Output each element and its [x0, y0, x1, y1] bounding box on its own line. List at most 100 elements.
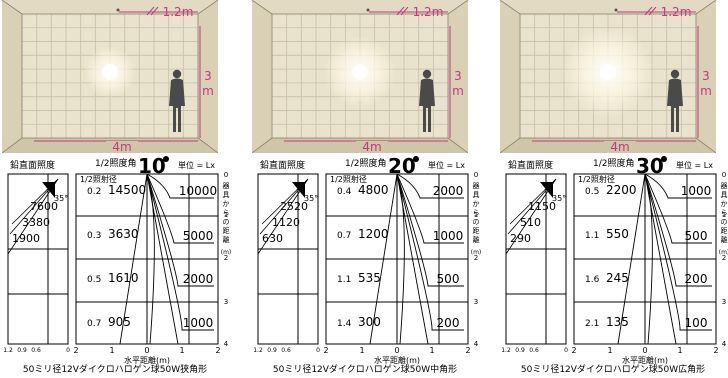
- left-axis-tick: 0.9: [17, 347, 27, 354]
- dimension-label-bg: [604, 141, 636, 153]
- beam-diameter: 1.6: [585, 275, 600, 285]
- right-axis-tick: 2: [722, 254, 726, 262]
- right-axis-char: 器: [473, 182, 480, 190]
- lux-contour: [146, 173, 214, 199]
- contour-lux: 1000: [183, 316, 214, 330]
- left-axis-tick: 0.9: [515, 347, 525, 354]
- perspective-edge: [252, 137, 273, 153]
- lux-contour: [396, 173, 464, 331]
- fixture-icon: [366, 8, 370, 12]
- dimension-tick: [644, 6, 653, 16]
- right-axis-unit: (m): [471, 249, 482, 256]
- bottom-axis-tick: 0: [642, 346, 647, 355]
- right-axis-char: ら: [473, 209, 480, 217]
- person-body: [169, 78, 185, 132]
- beam-diameter-label: 1/2照射径: [330, 174, 367, 184]
- dimension-tick: [400, 6, 409, 16]
- contour-lux: 2000: [433, 184, 464, 198]
- beam-diameter: 0.5: [585, 187, 599, 197]
- vertical-lux-ray: [257, 178, 309, 255]
- center-lux: 3630: [108, 227, 139, 241]
- person-head: [422, 69, 432, 79]
- right-axis-char: か: [223, 200, 230, 208]
- center-lux: 1200: [358, 227, 389, 241]
- bottom-axis-tick: 2: [73, 346, 78, 355]
- right-axis-char: か: [473, 200, 480, 208]
- vertical-lux-ray: [505, 178, 557, 255]
- lux-contour: [396, 173, 464, 287]
- bottom-axis-tick: 2: [465, 346, 470, 355]
- perspective-edge: [197, 0, 218, 15]
- left-axis-tick: 0.6: [281, 347, 291, 354]
- ceiling: [500, 0, 716, 14]
- left-axis-tick: 0.6: [31, 347, 41, 354]
- half-angle-label: 1/2照度角: [95, 157, 137, 169]
- ceiling: [2, 0, 218, 14]
- right-axis-tick: 0: [722, 171, 726, 179]
- lux-contour: [146, 173, 214, 287]
- lux-contour: [644, 173, 712, 287]
- left-axis-tick: 0.6: [529, 347, 539, 354]
- half-angle-label: 1/2照度角: [593, 157, 635, 169]
- back-wall-outline: [271, 13, 449, 139]
- angle-35-label: 35°: [304, 194, 318, 203]
- beam-diameter: 1.1: [585, 231, 599, 241]
- perspective-edge: [695, 137, 716, 153]
- back-wall-outline: [519, 13, 697, 139]
- perspective-edge: [197, 137, 218, 153]
- light-spot: [352, 64, 368, 80]
- dimension-tick: [150, 6, 159, 16]
- bottom-axis-tick: 2: [571, 346, 576, 355]
- beam-diameter: 0.4: [337, 187, 352, 197]
- right-axis-tick: 2: [224, 254, 228, 262]
- bottom-axis-tick: 1: [429, 346, 434, 355]
- right-axis-tick: 3: [474, 298, 478, 306]
- center-lux: 550: [606, 227, 629, 241]
- unit-label: 単位 = Lx: [428, 160, 465, 170]
- lux-contour: [644, 173, 712, 244]
- right-axis-char: 離: [223, 235, 230, 244]
- beam-ray: [369, 173, 398, 345]
- panel-caption: 50ミリ径12Vダイクロハロゲン球50W中角形: [272, 365, 458, 375]
- back-wall-outline: [21, 13, 199, 139]
- left-title: 鉛直面照度: [10, 159, 55, 171]
- right-axis-tick: 3: [224, 298, 228, 306]
- light-spot: [600, 64, 616, 80]
- right-axis-char: の: [473, 218, 480, 226]
- left-axis-tick: 0.9: [267, 347, 277, 354]
- center-lux: 2200: [606, 183, 637, 197]
- x-axis-label: 水平距離(m): [622, 355, 668, 365]
- dimension-label-top: 1.2m: [413, 5, 444, 19]
- bottom-axis-tick: 2: [215, 346, 220, 355]
- left-axis-tick: 0: [66, 347, 70, 354]
- right-axis-tick: 4: [722, 340, 727, 348]
- bottom-axis-tick: 1: [677, 346, 682, 355]
- vertical-lux-value: 1900: [12, 232, 40, 245]
- person-head: [172, 69, 182, 79]
- perspective-edge: [2, 137, 23, 153]
- ceiling: [252, 0, 468, 14]
- right-axis-unit: (m): [719, 249, 728, 256]
- center-lux: 300: [358, 315, 381, 329]
- person-body: [419, 78, 435, 132]
- dimension-label-top: 1.2m: [163, 5, 194, 19]
- right-axis-char: 器: [223, 182, 230, 190]
- vertical-lux-value: 3380: [22, 216, 50, 229]
- left-title: 鉛直面照度: [260, 159, 305, 171]
- center-lux: 245: [606, 271, 629, 285]
- beam-diameter: 1.4: [337, 319, 352, 329]
- x-axis-label: 水平距離(m): [124, 355, 170, 365]
- right-axis-char: 具: [223, 191, 230, 199]
- right-axis-char: 器: [721, 182, 728, 190]
- vertical-lux-value: 290: [510, 232, 531, 245]
- right-axis-char: 距: [223, 227, 230, 235]
- right-axis-char: 距: [721, 227, 728, 235]
- light-spot: [102, 64, 118, 80]
